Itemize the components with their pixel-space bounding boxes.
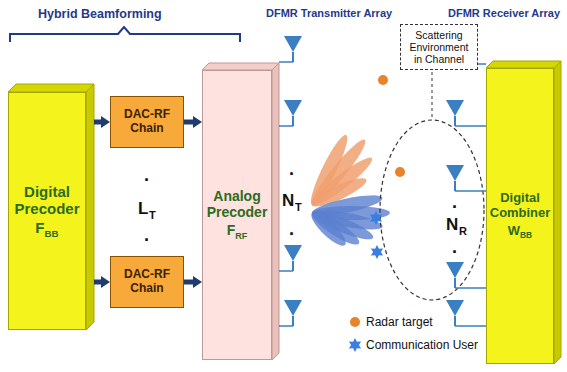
box-face — [486, 61, 561, 68]
node-label: DAC-RF Chain — [114, 268, 180, 296]
node-content: DAC-RF Chain — [111, 257, 183, 307]
signal-arrow — [94, 280, 104, 285]
feed-line — [279, 325, 293, 327]
node-label: Scattering Environment in Channel — [404, 29, 474, 65]
user-stars — [349, 211, 383, 352]
antenna-stem — [292, 261, 294, 271]
matrix-subscript: BB — [520, 230, 532, 240]
antenna-array — [279, 36, 486, 326]
rf-chain-box: DAC-RF Chain — [110, 256, 184, 308]
antenna — [446, 262, 464, 278]
node-content: Scattering Environment in Channel — [401, 25, 477, 69]
feed-line — [455, 287, 486, 289]
antenna-count-subscript: R — [459, 226, 467, 237]
feed-line — [279, 270, 293, 272]
legend-text: Communication User — [366, 339, 478, 351]
feed-line — [455, 190, 486, 192]
feed-line — [279, 61, 293, 63]
digital-combiner-box: Digital CombinerWBB — [486, 68, 554, 364]
node-content: Digital PrecoderFBB — [9, 93, 85, 329]
matrix-subscript: RF — [235, 231, 247, 241]
box-face — [8, 84, 94, 92]
ellipsis-dot: . — [452, 193, 457, 211]
ellipsis-dot: . — [144, 226, 149, 244]
comm-user-star — [349, 338, 361, 352]
feed-line — [455, 125, 486, 127]
node-content: Analog PrecoderFRF — [203, 71, 271, 359]
node-label: Digital Precoder — [12, 183, 82, 218]
antenna — [446, 165, 464, 181]
scattering-region — [380, 120, 484, 300]
box-face — [202, 63, 279, 70]
antenna-stem — [292, 52, 294, 62]
box-face — [272, 63, 279, 360]
antenna-count-subscript: T — [295, 202, 302, 213]
antenna-count: N — [446, 216, 458, 233]
legend-swatch — [350, 317, 360, 327]
node-label: Analog Precoder — [206, 188, 268, 220]
antenna-count: N — [282, 192, 294, 209]
feed-line — [455, 325, 486, 327]
antenna — [446, 300, 464, 316]
antenna-stem — [292, 116, 294, 126]
antenna — [284, 36, 302, 52]
node-content: Digital CombinerWBB — [487, 69, 553, 363]
radar-target — [395, 167, 405, 177]
legend-text: Radar target — [366, 316, 433, 328]
signal-arrow — [184, 280, 196, 285]
symbol-line: FRF — [227, 222, 248, 241]
antenna — [446, 100, 464, 116]
antenna-stem — [454, 278, 456, 288]
antenna — [284, 100, 302, 116]
matrix-symbol: F — [227, 222, 236, 238]
digital-precoder-box: Digital PrecoderFBB — [8, 92, 86, 330]
comm-beam — [307, 208, 350, 250]
box-face — [86, 84, 94, 330]
array-label: DFMR Receiver Array — [448, 8, 560, 19]
bracket — [10, 27, 240, 42]
group-title: Hybrid Beamforming — [38, 8, 162, 21]
matrix-subscript: BB — [45, 228, 59, 239]
rf-chain-box: DAC-RF Chain — [110, 96, 184, 148]
signal-arrow — [184, 120, 196, 125]
matrix-symbol: W — [508, 223, 520, 238]
node-label: DAC-RF Chain — [114, 108, 180, 136]
radar-target — [378, 75, 388, 85]
antenna-stem — [454, 116, 456, 126]
ellipsis-dot: . — [144, 166, 149, 184]
antenna-stem — [292, 316, 294, 326]
antenna — [284, 300, 302, 316]
symbol-line: FBB — [35, 219, 58, 239]
node-content: DAC-RF Chain — [111, 97, 183, 147]
feed-line — [279, 125, 293, 127]
signal-arrow — [94, 120, 104, 125]
analog-precoder-box: Analog PrecoderFRF — [202, 70, 272, 360]
node-label: Digital Combiner — [490, 191, 550, 221]
symbol-line: WBB — [508, 223, 532, 241]
leader-line — [432, 72, 433, 117]
matrix-symbol: F — [35, 219, 44, 236]
ellipsis-dot: . — [452, 238, 457, 256]
chain-count-subscript: T — [149, 210, 156, 221]
antenna — [284, 245, 302, 261]
array-label: DFMR Transmitter Array — [266, 8, 392, 19]
callout-box: Scattering Environment in Channel — [400, 24, 478, 70]
comm-user-star — [370, 211, 382, 225]
comm-user-star — [371, 245, 383, 259]
beam-pattern — [306, 132, 390, 250]
antenna-stem — [454, 316, 456, 326]
ellipsis-dot: . — [289, 160, 294, 178]
antenna-stem — [454, 181, 456, 191]
box-face — [554, 61, 561, 364]
ellipsis-dot: . — [289, 220, 294, 238]
chain-count: L — [138, 200, 148, 217]
